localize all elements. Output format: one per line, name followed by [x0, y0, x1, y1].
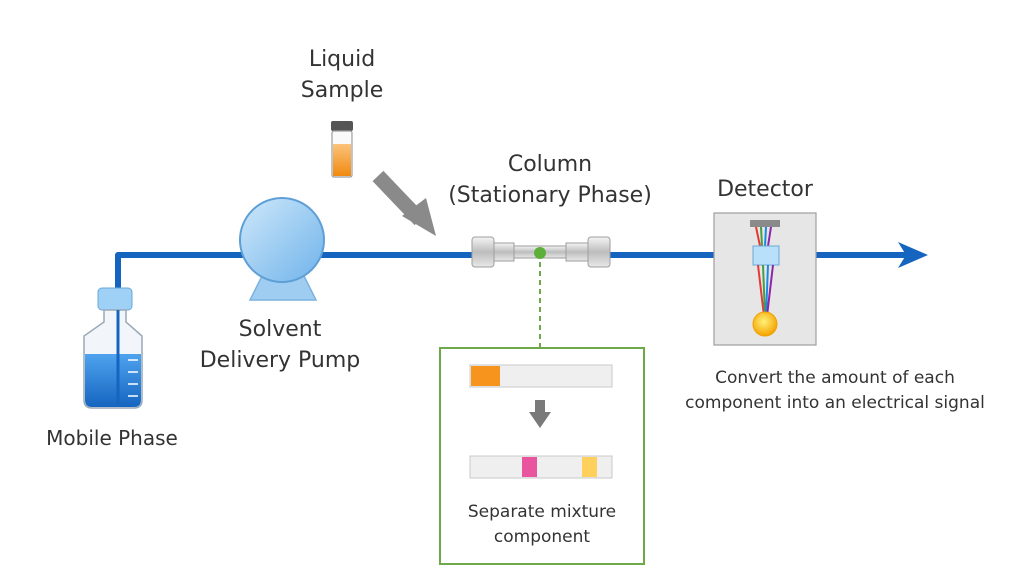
pump-icon — [239, 197, 325, 301]
injection-arrow-icon — [372, 170, 436, 236]
sample-vial-icon — [331, 121, 353, 178]
band-after — [469, 455, 613, 479]
liquid-sample-label: Liquid Sample — [300, 47, 384, 103]
bottle-icon — [83, 287, 143, 409]
mobile-phase-label: Mobile Phase — [46, 426, 178, 450]
detector-label: Detector — [717, 177, 813, 202]
flow-arrowhead-icon — [898, 242, 928, 268]
band-before — [469, 364, 613, 388]
down-arrow-icon — [529, 400, 551, 428]
flow-line — [115, 242, 928, 300]
pump-label: Solvent Delivery Pump — [199, 317, 361, 373]
separation-caption: Separate mixture component — [467, 502, 617, 547]
column-icon — [471, 236, 611, 268]
detector-icon — [713, 212, 817, 346]
column-label: Column (Stationary Phase) — [448, 152, 652, 208]
detector-caption: Convert the amount of each component int… — [685, 368, 985, 413]
separation-panel — [439, 347, 645, 565]
